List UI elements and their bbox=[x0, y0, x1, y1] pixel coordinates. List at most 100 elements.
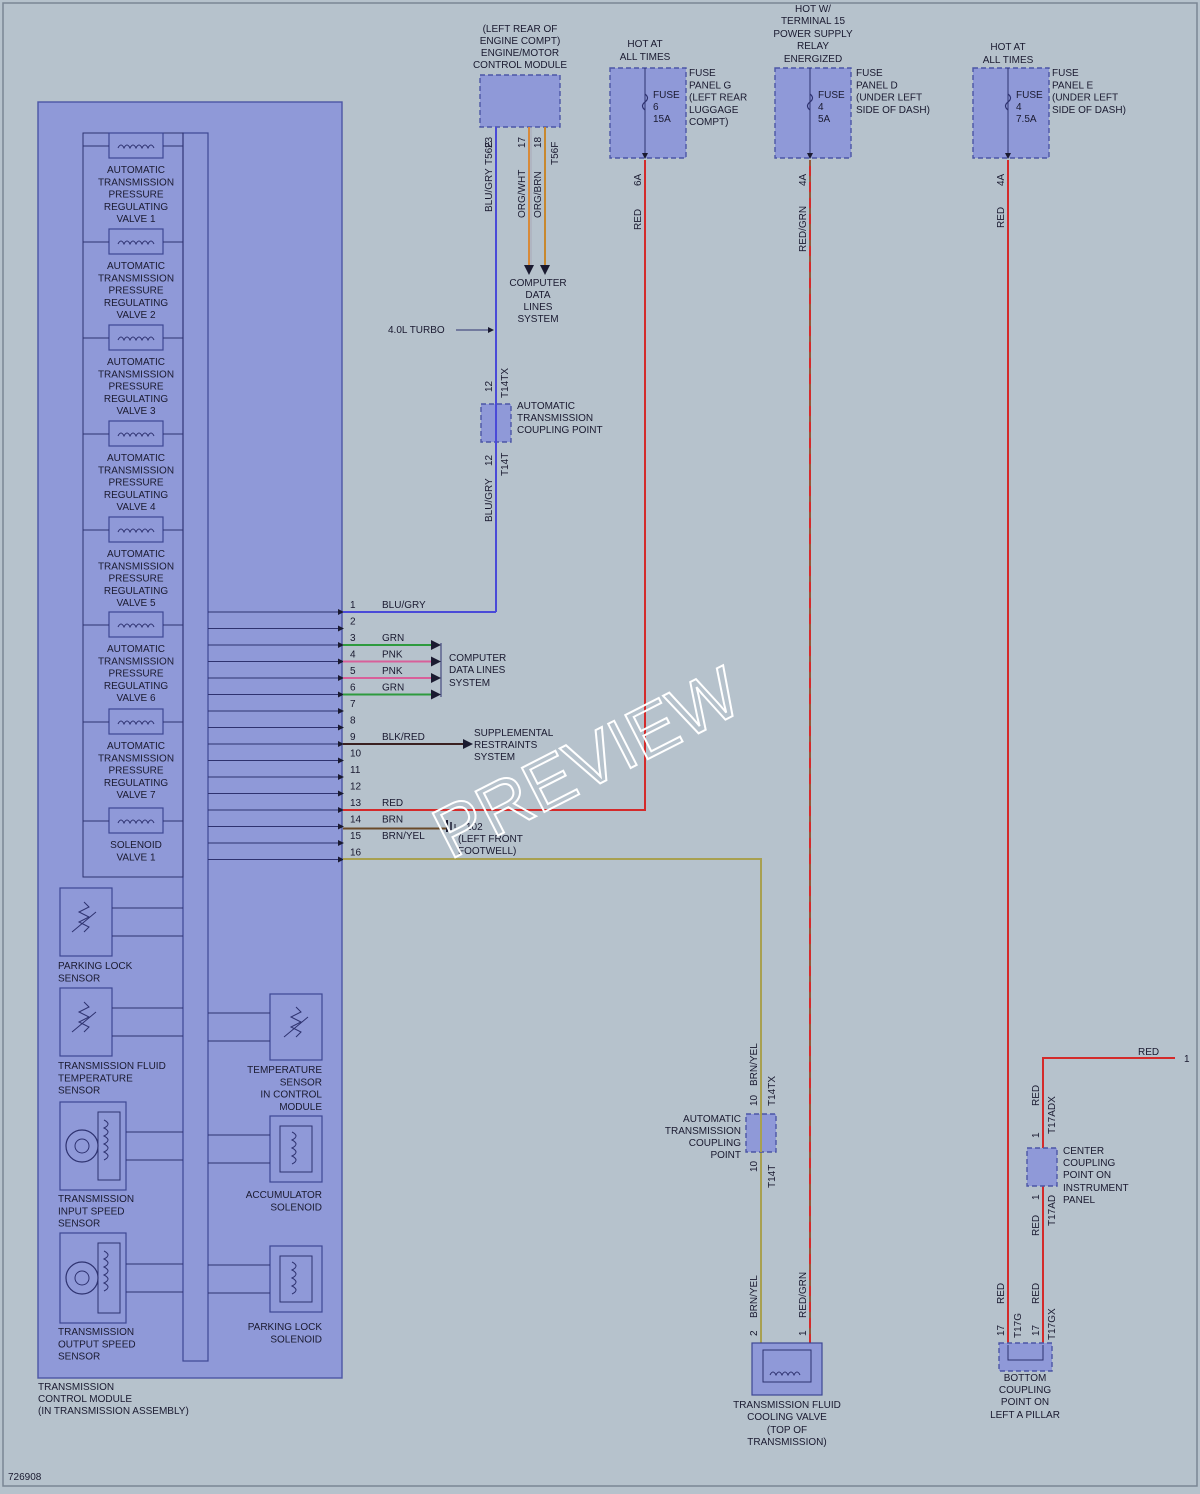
arrow-org-brn bbox=[540, 265, 550, 275]
sensor-left-2-label-1: TRANSMISSION FLUID bbox=[58, 1061, 166, 1072]
fuse-rating-label: 7.5A bbox=[1016, 114, 1037, 125]
arrow-icon bbox=[431, 689, 441, 700]
ecm-label-line-4: CONTROL MODULE bbox=[473, 60, 567, 71]
coil-icon bbox=[117, 819, 155, 825]
fuse-panel-label: FUSE bbox=[689, 68, 716, 79]
ecm-wire-label-org-wht: ORG/WHT bbox=[517, 170, 528, 218]
valve-2-label-4: REGULATING bbox=[104, 298, 168, 309]
fuse-e-pin: 4A bbox=[996, 173, 1007, 186]
pin-number: 8 bbox=[350, 716, 356, 727]
fuse-rating-label: 15A bbox=[653, 114, 671, 125]
pin-number: 9 bbox=[350, 732, 356, 743]
center-coupling-label-3: POINT ON bbox=[1063, 1170, 1111, 1181]
tcm-bus bbox=[182, 132, 209, 1362]
valve-6-label-3: PRESSURE bbox=[108, 669, 163, 680]
cooling-valve-pin-2: 2 bbox=[749, 1330, 760, 1336]
sensor-right-1-label-3: IN CONTROL bbox=[260, 1090, 322, 1101]
valve-4-label-1: AUTOMATIC bbox=[107, 453, 165, 464]
center-coupling-conn-a: T17ADX bbox=[1047, 1096, 1058, 1134]
pin-16: 16 bbox=[208, 848, 362, 863]
pickup-coil-icon bbox=[97, 1111, 121, 1181]
bottom-coupling-label-2: COUPLING bbox=[999, 1385, 1051, 1396]
valve-3: AUTOMATICTRANSMISSIONPRESSUREREGULATINGV… bbox=[83, 324, 183, 417]
coil-icon bbox=[102, 1119, 109, 1161]
ecm-label-line-2: ENGINE COMPT) bbox=[480, 36, 561, 47]
pin-8: 8 bbox=[208, 716, 356, 731]
valve-4-label-4: REGULATING bbox=[104, 490, 168, 501]
pin-2: 2 bbox=[208, 617, 356, 632]
fuse-rating-label: 4 bbox=[818, 102, 824, 113]
pin-number: 6 bbox=[350, 683, 356, 694]
valve-6: AUTOMATICTRANSMISSIONPRESSUREREGULATINGV… bbox=[83, 611, 183, 704]
sensor-right-2-label-2: SOLENOID bbox=[270, 1202, 322, 1213]
arrow-icon bbox=[463, 739, 473, 749]
pin-number: 2 bbox=[350, 617, 356, 628]
sensor-right-1-label-4: MODULE bbox=[279, 1102, 322, 1113]
pin-marker-icon bbox=[338, 757, 344, 764]
valve-1-label-3: PRESSURE bbox=[108, 190, 163, 201]
cooling-valve-label-1: TRANSMISSION FLUID bbox=[733, 1400, 841, 1411]
pin-number: 7 bbox=[350, 699, 356, 710]
valve-4-label-3: PRESSURE bbox=[108, 478, 163, 489]
wire-red-offpage bbox=[1042, 1057, 1175, 1345]
fuse-rating-label: FUSE bbox=[1016, 90, 1043, 101]
pin-marker-icon bbox=[338, 625, 344, 632]
wire-red-fuse-g bbox=[343, 160, 646, 811]
valve-2-label-2: TRANSMISSION bbox=[98, 273, 174, 284]
valve-6-body bbox=[108, 611, 164, 638]
sensor-left-3-body bbox=[59, 1101, 127, 1191]
variable-arrow-icon bbox=[283, 1016, 309, 1038]
fuse-icon bbox=[1004, 93, 1012, 111]
coupling-bottom-label: AUTOMATIC TRANSMISSION COUPLING POINT bbox=[665, 1114, 741, 1161]
pin-12: 12 bbox=[208, 782, 362, 797]
fuse-panel-label: SIDE OF DASH) bbox=[1052, 105, 1126, 116]
cdl-label-2: DATA LINES bbox=[449, 665, 506, 676]
coupling-top-conn-a: T14TX bbox=[500, 368, 511, 398]
valve-7-label-3: PRESSURE bbox=[108, 766, 163, 777]
sensor-left-1-label-2: SENSOR bbox=[58, 973, 100, 984]
srs-label-1: SUPPLEMENTAL bbox=[474, 728, 554, 739]
valve-6-label-5: VALVE 6 bbox=[116, 693, 156, 704]
sensor-right-1-label-2: SENSOR bbox=[280, 1077, 322, 1088]
pin-wire-label: BRN/YEL bbox=[382, 831, 425, 842]
pin-11: 11 bbox=[208, 765, 361, 780]
bottom-coupling-wire-b: RED bbox=[1031, 1283, 1042, 1304]
valve-5-body bbox=[108, 516, 164, 543]
ground-label-2: FOOTWELL) bbox=[458, 846, 516, 857]
center-coupling-label-1: CENTER bbox=[1063, 1146, 1104, 1157]
sensor-left-3-label-2: INPUT SPEED bbox=[58, 1206, 125, 1217]
fuse-hot-label: HOT AT bbox=[990, 42, 1025, 53]
pin-wire-label: BLK/RED bbox=[382, 732, 425, 743]
ecm-dest-line-4: SYSTEM bbox=[517, 314, 558, 325]
pin-marker-icon bbox=[338, 774, 344, 780]
pin-marker-icon bbox=[338, 790, 344, 797]
tcm-label: TRANSMISSION CONTROL MODULE (IN TRANSMIS… bbox=[38, 1382, 189, 1417]
pin-marker-icon bbox=[338, 708, 344, 714]
cooling-valve-pin-1: 1 bbox=[798, 1330, 809, 1336]
valve-5-label-4: REGULATING bbox=[104, 586, 168, 597]
fuse-hot-label: ALL TIMES bbox=[620, 52, 671, 63]
fuse-hot-label: RELAY bbox=[797, 41, 829, 52]
coupling-bottom-conn-a: T14TX bbox=[767, 1076, 778, 1106]
ground-symbol bbox=[446, 820, 456, 832]
valve-1-label-4: REGULATING bbox=[104, 202, 168, 213]
pin-number: 12 bbox=[350, 782, 362, 793]
solenoid-box-icon bbox=[279, 1125, 313, 1173]
pin-10: 10 bbox=[208, 749, 362, 764]
bottom-coupling-label: BOTTOM COUPLING POINT ON LEFT A PILLAR bbox=[990, 1373, 1060, 1421]
fuse-d-pin: 4A bbox=[798, 173, 809, 186]
pin-number: 3 bbox=[350, 633, 356, 644]
pin-7: 7 bbox=[208, 699, 356, 714]
fuse-icon bbox=[641, 93, 649, 111]
valve-3-label-2: TRANSMISSION bbox=[98, 369, 174, 380]
valve-2-label-1: AUTOMATIC bbox=[107, 261, 165, 272]
pin-marker-icon bbox=[338, 823, 344, 830]
valve-2-label-3: PRESSURE bbox=[108, 286, 163, 297]
valve-2: AUTOMATICTRANSMISSIONPRESSUREREGULATINGV… bbox=[83, 228, 183, 321]
pin-number: 13 bbox=[350, 798, 362, 809]
